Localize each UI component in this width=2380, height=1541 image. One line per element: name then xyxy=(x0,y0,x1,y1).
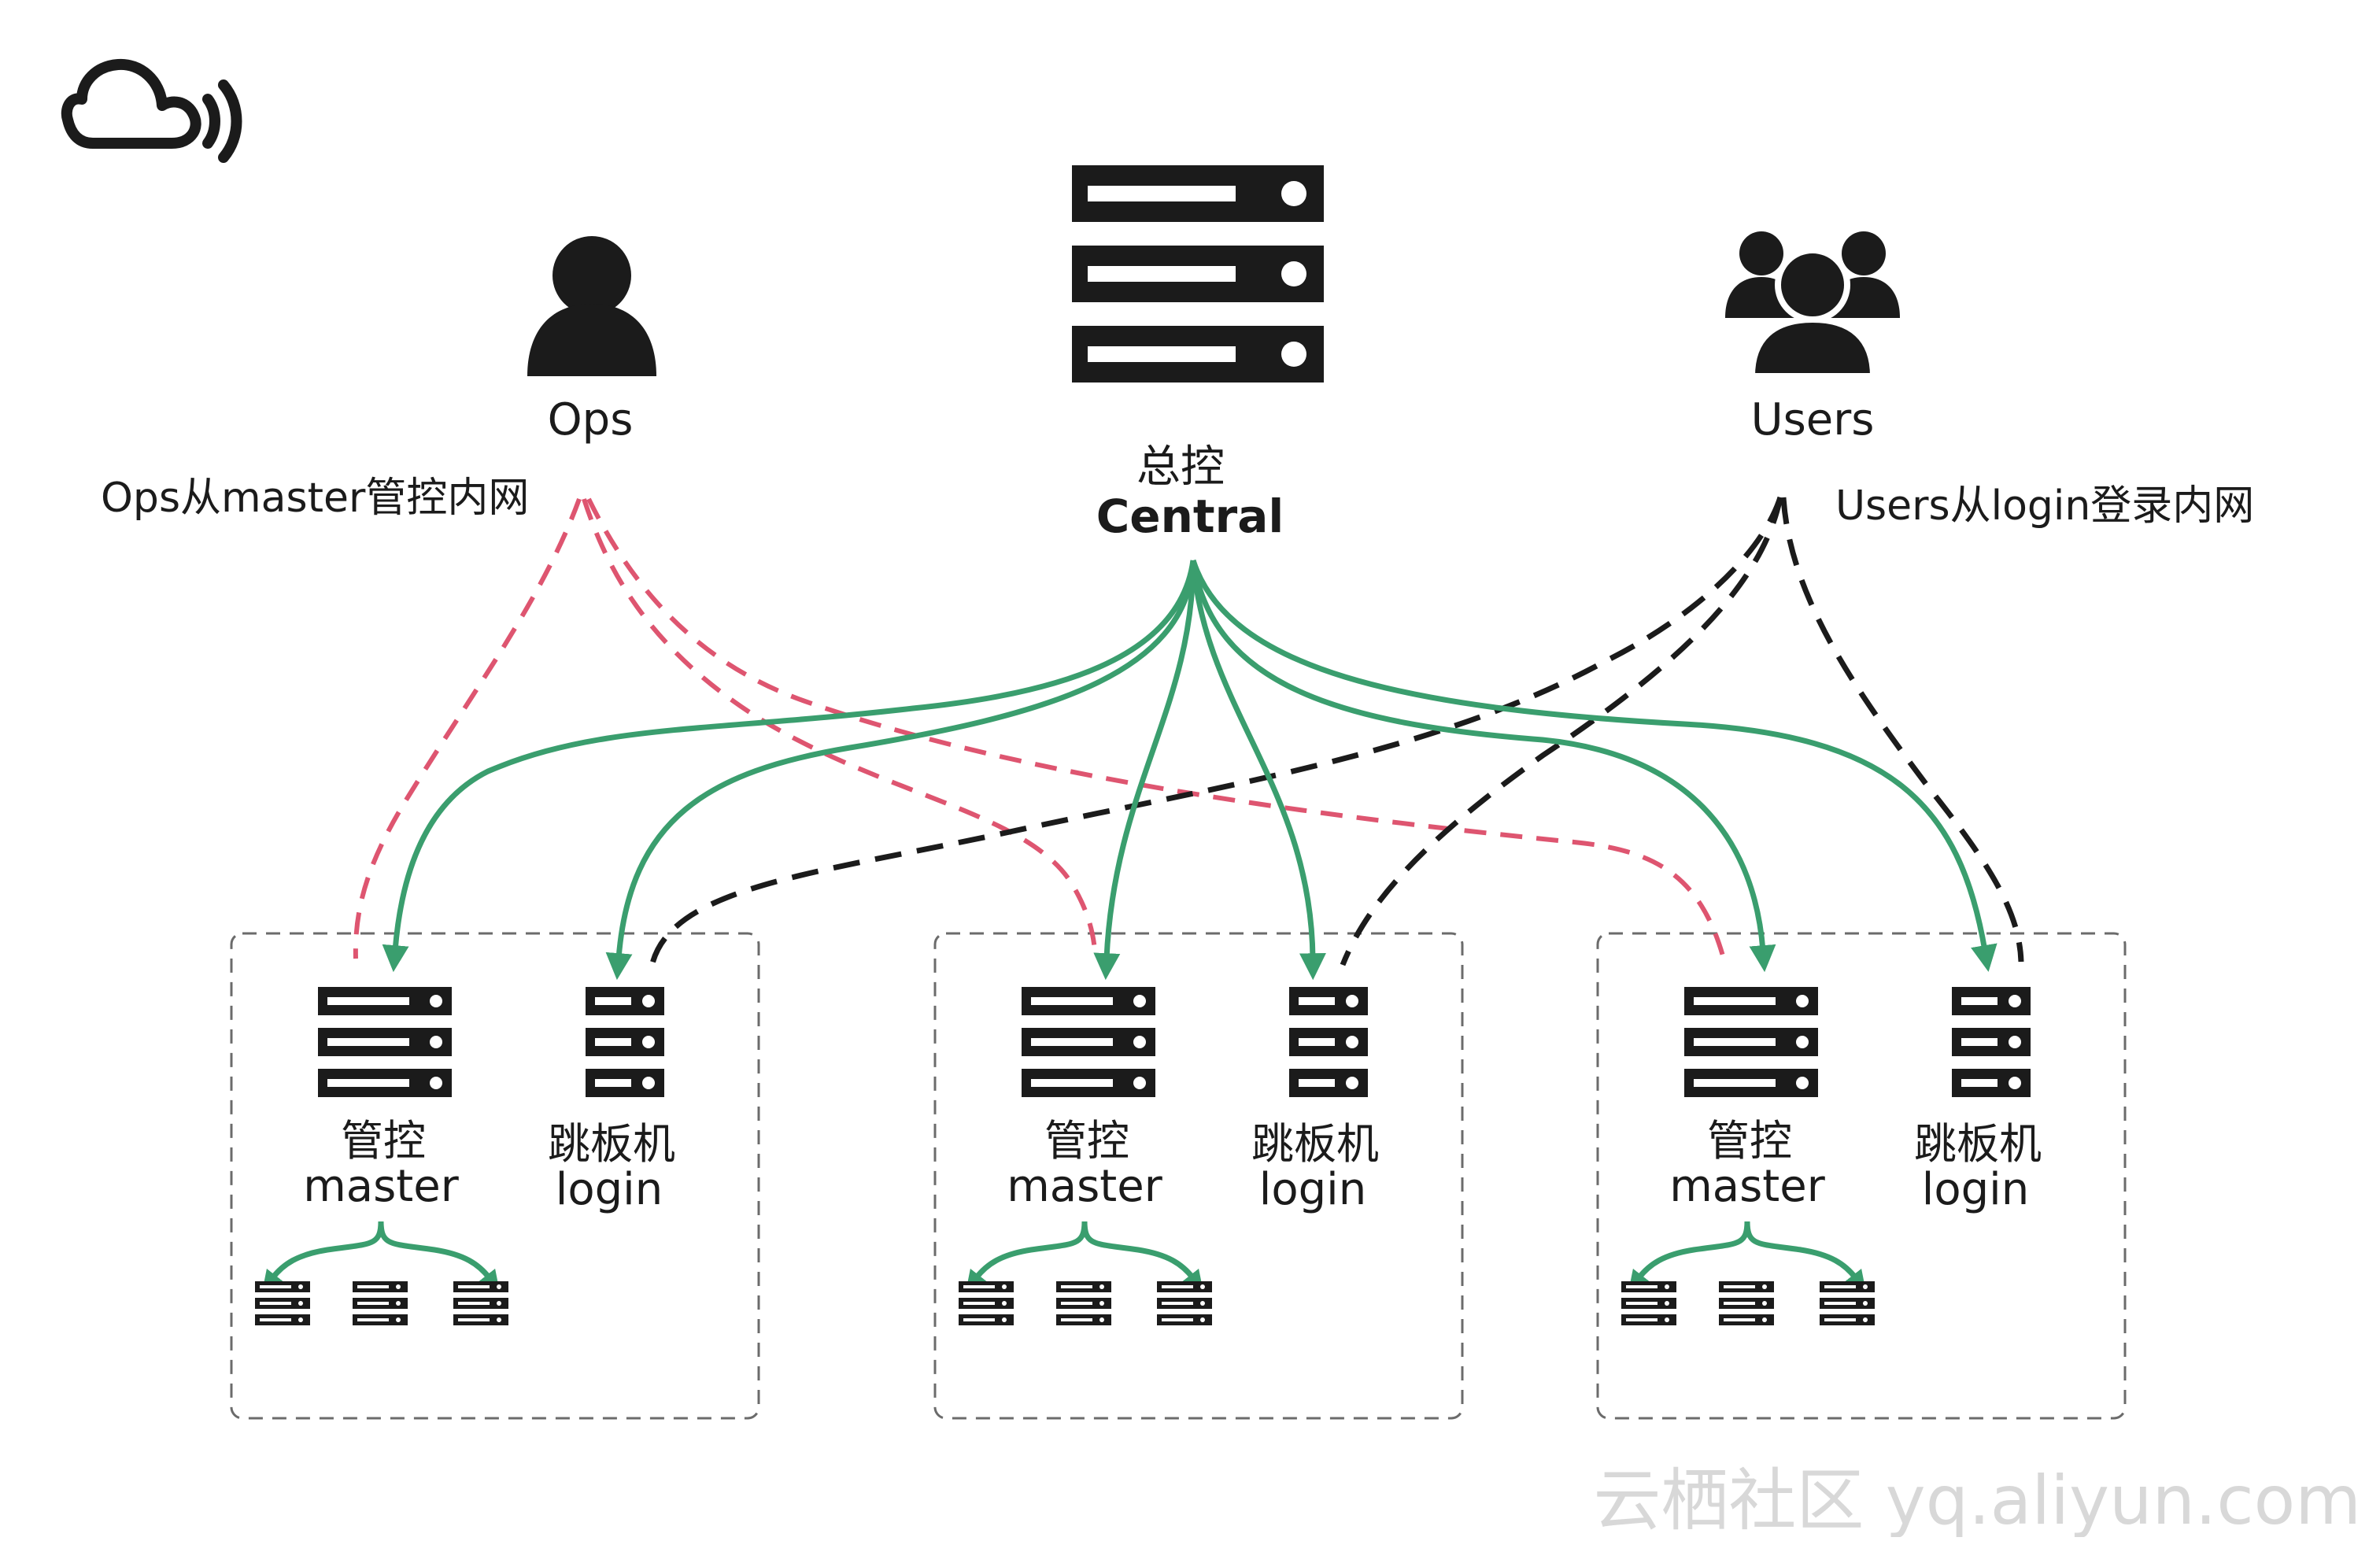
ops-link-master-3 xyxy=(586,497,1726,959)
master-cn-label: 管控 xyxy=(1044,1116,1129,1166)
compute-node-icon xyxy=(1157,1281,1212,1325)
master-cn-label: 管控 xyxy=(1707,1116,1792,1166)
users-note: Users从login登录内网 xyxy=(1835,482,2254,530)
login-cn-label: 跳板机 xyxy=(1251,1119,1379,1169)
clusters-layer: 管控master跳板机login管控master跳板机login管控master… xyxy=(230,932,2127,1420)
compute-node-icon xyxy=(1056,1281,1111,1325)
login-server-icon xyxy=(1289,987,1368,1097)
login-en-label: login xyxy=(1922,1164,2029,1215)
master-en-label: master xyxy=(1669,1161,1825,1212)
login-cn-label: 跳板机 xyxy=(1914,1119,2042,1169)
users-group-icon xyxy=(1725,231,1900,379)
central-cn-label: 总控 xyxy=(1136,442,1225,493)
cluster-border xyxy=(1596,932,2127,1420)
master-en-label: master xyxy=(303,1161,459,1212)
ops-note: Ops从master管控内网 xyxy=(101,475,529,522)
master-server-icon xyxy=(1022,987,1155,1097)
compute-node-icon xyxy=(255,1281,310,1325)
cloud-signal-icon xyxy=(61,58,242,163)
compute-node-icon xyxy=(1621,1281,1676,1325)
fanout-right-arrow xyxy=(1081,1221,1203,1292)
cluster-border xyxy=(933,932,1464,1420)
central-link-login-1 xyxy=(605,560,1196,981)
central-links xyxy=(382,559,1998,981)
server-rack-icon xyxy=(1072,165,1324,382)
central-en-label: Central xyxy=(1096,490,1284,543)
master-server-icon xyxy=(318,987,452,1097)
fanout-left-arrow xyxy=(262,1221,384,1292)
compute-node-icon xyxy=(1820,1281,1875,1325)
compute-node-icon xyxy=(1719,1281,1774,1325)
user-icon xyxy=(527,236,656,376)
users-link-login-3 xyxy=(1780,497,2024,963)
fanout-left-arrow xyxy=(1628,1221,1750,1292)
compute-node-icon xyxy=(353,1281,408,1325)
compute-node-icon xyxy=(959,1281,1014,1325)
users-link-login-1 xyxy=(649,496,1783,967)
login-cn-label: 跳板机 xyxy=(548,1119,675,1169)
cluster-border xyxy=(230,932,760,1420)
central-link-master-2 xyxy=(1093,560,1196,981)
ops-links xyxy=(353,497,1726,959)
central-link-master-3 xyxy=(1190,560,1776,973)
users-link-login-2 xyxy=(1340,497,1783,966)
master-en-label: master xyxy=(1007,1161,1162,1212)
ops-link-master-2 xyxy=(582,498,1098,959)
ops-label: Ops xyxy=(548,394,634,445)
compute-node-icon xyxy=(453,1281,508,1325)
login-en-label: login xyxy=(1259,1164,1366,1215)
fanout-left-arrow xyxy=(966,1221,1088,1292)
central-link-login-3 xyxy=(1190,559,1998,972)
login-server-icon xyxy=(586,987,664,1097)
login-server-icon xyxy=(1952,987,2031,1097)
master-server-icon xyxy=(1684,987,1818,1097)
watermark: 云栖社区 yq.aliyun.com xyxy=(1593,1462,2361,1537)
master-cn-label: 管控 xyxy=(341,1116,426,1166)
ops-link-master-1 xyxy=(353,497,582,959)
users-label: Users xyxy=(1751,394,1875,445)
login-en-label: login xyxy=(556,1164,663,1215)
fanout-right-arrow xyxy=(1744,1221,1866,1292)
central-link-login-2 xyxy=(1190,560,1326,981)
central-link-master-1 xyxy=(382,560,1196,973)
users-links xyxy=(649,496,2024,967)
fanout-right-arrow xyxy=(378,1221,500,1292)
